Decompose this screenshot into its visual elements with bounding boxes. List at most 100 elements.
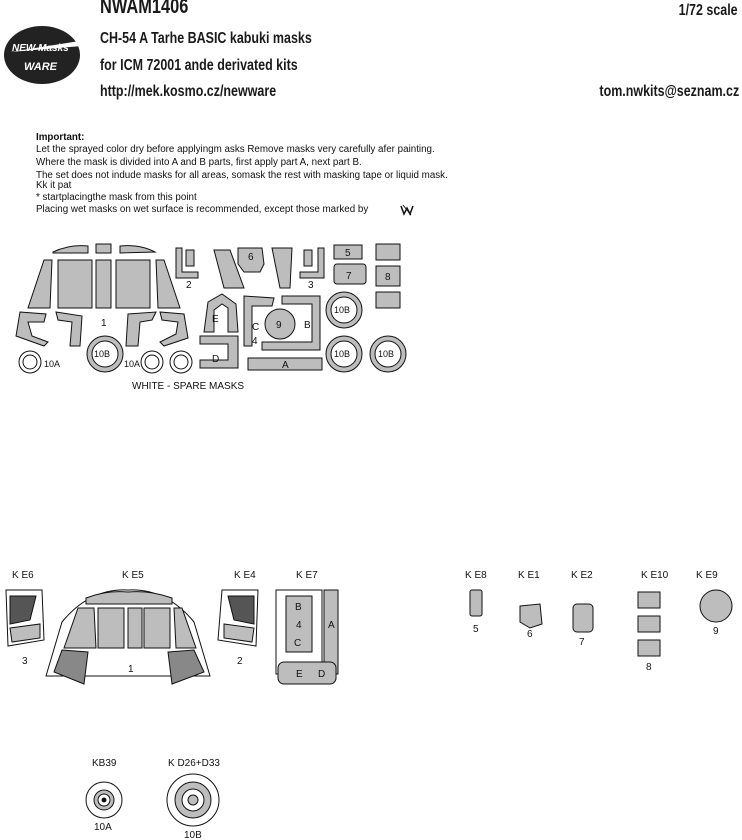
diagram-letter: E	[296, 669, 303, 680]
diagram-letter: 4	[296, 620, 302, 631]
ring-diagrams: 10A 10B	[85, 773, 220, 840]
product-subtitle: for ICM 72001 ande derivated kits	[100, 57, 298, 74]
diagram-number: 5	[473, 624, 479, 635]
scale-label: 1/72 scale	[679, 2, 738, 19]
mask-windscreen-strip	[52, 245, 89, 254]
diagram-number: 10A	[94, 822, 112, 833]
sheet-label: 10A	[124, 359, 140, 369]
diagram-ke10-mask	[637, 591, 661, 609]
diagram-10a-center	[101, 797, 107, 803]
diagram-label-ke5: K E5	[122, 570, 144, 581]
sheet-label: 4	[252, 336, 258, 347]
diagram-ke7-window	[285, 595, 313, 653]
diagram-ke5-pane	[143, 607, 171, 649]
diagram-ke5-lower-left	[53, 649, 89, 685]
mask-part-3-inner	[303, 249, 313, 267]
mask-window-right	[155, 259, 181, 309]
product-code: NWAM1406	[100, 0, 189, 18]
mask-window-center-left	[57, 259, 93, 309]
diagram-number: 1	[128, 664, 134, 675]
diagram-letter: C	[294, 638, 301, 649]
diagram-ke5-pane	[127, 607, 143, 649]
sheet-label: 10B	[94, 349, 110, 359]
diagram-ke8-mask	[469, 589, 483, 617]
diagram-ke7-strip-a	[323, 589, 339, 675]
email-link[interactable]: tom.nwkits@seznam.cz	[599, 83, 739, 100]
mask-part-6b	[213, 249, 245, 289]
sheet-label: 5	[345, 248, 351, 259]
mask-lower-right-frame	[159, 311, 189, 347]
diagram-ke4-window	[227, 595, 255, 625]
sheet-label: 10B	[334, 349, 350, 359]
wet-mark-icon	[400, 203, 414, 221]
sheet-label: 10B	[334, 305, 350, 315]
mask-lower-left2-frame	[55, 311, 83, 347]
diagram-ke4-mask	[223, 623, 255, 643]
mask-window-center-right	[115, 259, 151, 309]
notes-line: Kk it pat	[36, 180, 72, 191]
sheet-label: E	[212, 314, 219, 325]
sheet-label: 10A	[44, 359, 60, 369]
mask-part-c	[243, 295, 275, 347]
spare-masks-caption: WHITE - SPARE MASKS	[132, 381, 245, 392]
mask-10b-ring-inner	[330, 296, 358, 324]
diagram-ke5-pane	[63, 607, 97, 649]
placement-diagrams: 3 1 2 B 4 C A E D 5 6 7 8 9	[5, 589, 733, 685]
diagram-label-ke1: K E1	[518, 570, 540, 581]
diagram-label-kb39: KB39	[92, 758, 117, 769]
sheet-label: B	[304, 320, 311, 331]
sheet-label: 9	[276, 320, 282, 331]
mask-windscreen-strip	[119, 245, 157, 254]
mask-part-a	[247, 357, 323, 371]
mask-part-8	[375, 265, 401, 287]
diagram-label-ke2: K E2	[571, 570, 593, 581]
mask-part-3-frame	[299, 247, 325, 279]
mask-10b-ring-inner	[91, 340, 119, 368]
notes-line: The set does not indude masks for all ar…	[36, 170, 448, 181]
sheet-label: C	[252, 322, 259, 333]
sheet-label: 8	[385, 272, 391, 283]
diagram-label-ke4: K E4	[234, 570, 256, 581]
diagram-number: 3	[22, 656, 28, 667]
logo-graphic: NEW Masks WARE	[4, 26, 86, 84]
notes-line: Where the mask is divided into A and B p…	[36, 157, 362, 168]
diagram-ke10-mask	[637, 615, 661, 633]
diagram-label-ke9: K E9	[696, 570, 718, 581]
diagram-label-ke10: K E10	[641, 570, 669, 581]
logo: NEW Masks WARE	[2, 24, 88, 86]
mask-lower-left-frame	[15, 311, 49, 347]
diagram-letter: D	[318, 669, 325, 680]
diagram-number: 6	[527, 629, 533, 640]
diagram-10b-center	[187, 794, 199, 806]
notes-line: * startplacingthe mask from this point	[36, 192, 197, 203]
mask-part-b	[261, 295, 321, 351]
mask-10a-ring-inner	[22, 354, 38, 370]
notes-heading: Important:	[36, 132, 85, 143]
sheet-label: A	[282, 360, 289, 371]
diagram-number: 2	[237, 656, 243, 667]
diagram-letter: B	[295, 602, 302, 613]
sheet-label: 1	[101, 318, 107, 329]
mask-part-8c	[375, 291, 401, 309]
mask-part-6	[237, 247, 265, 273]
diagram-label-kd: K D26+D33	[168, 758, 220, 769]
diagram-label-ke8: K E8	[465, 570, 487, 581]
diagram-ke2-mask	[572, 603, 594, 633]
diagram-number: 10B	[184, 830, 202, 840]
mask-10a-ring-inner	[144, 354, 160, 370]
logo-text-top: NEW Masks	[12, 43, 69, 54]
sheet-label: 6	[248, 252, 254, 263]
mask-part-9	[264, 308, 296, 340]
mask-part-8a	[375, 243, 401, 261]
mask-sheet: 1 2 3 5 6 7 8 9 4 A B C D E 10A 10B 10A …	[15, 243, 407, 374]
mask-10b-ring-inner	[374, 340, 402, 368]
website-link[interactable]: http://mek.kosmo.cz/newware	[100, 83, 277, 100]
mask-part-2-inner	[185, 249, 195, 267]
diagram-ke9-mask	[699, 589, 733, 623]
diagram-ke5-pane	[97, 607, 125, 649]
mask-lower-right2-frame	[125, 311, 157, 347]
diagram-label-ke6: K E6	[12, 570, 34, 581]
mask-part-6c	[271, 247, 293, 289]
mask-windscreen-strip	[95, 243, 112, 254]
sheet-label: 7	[346, 271, 352, 282]
